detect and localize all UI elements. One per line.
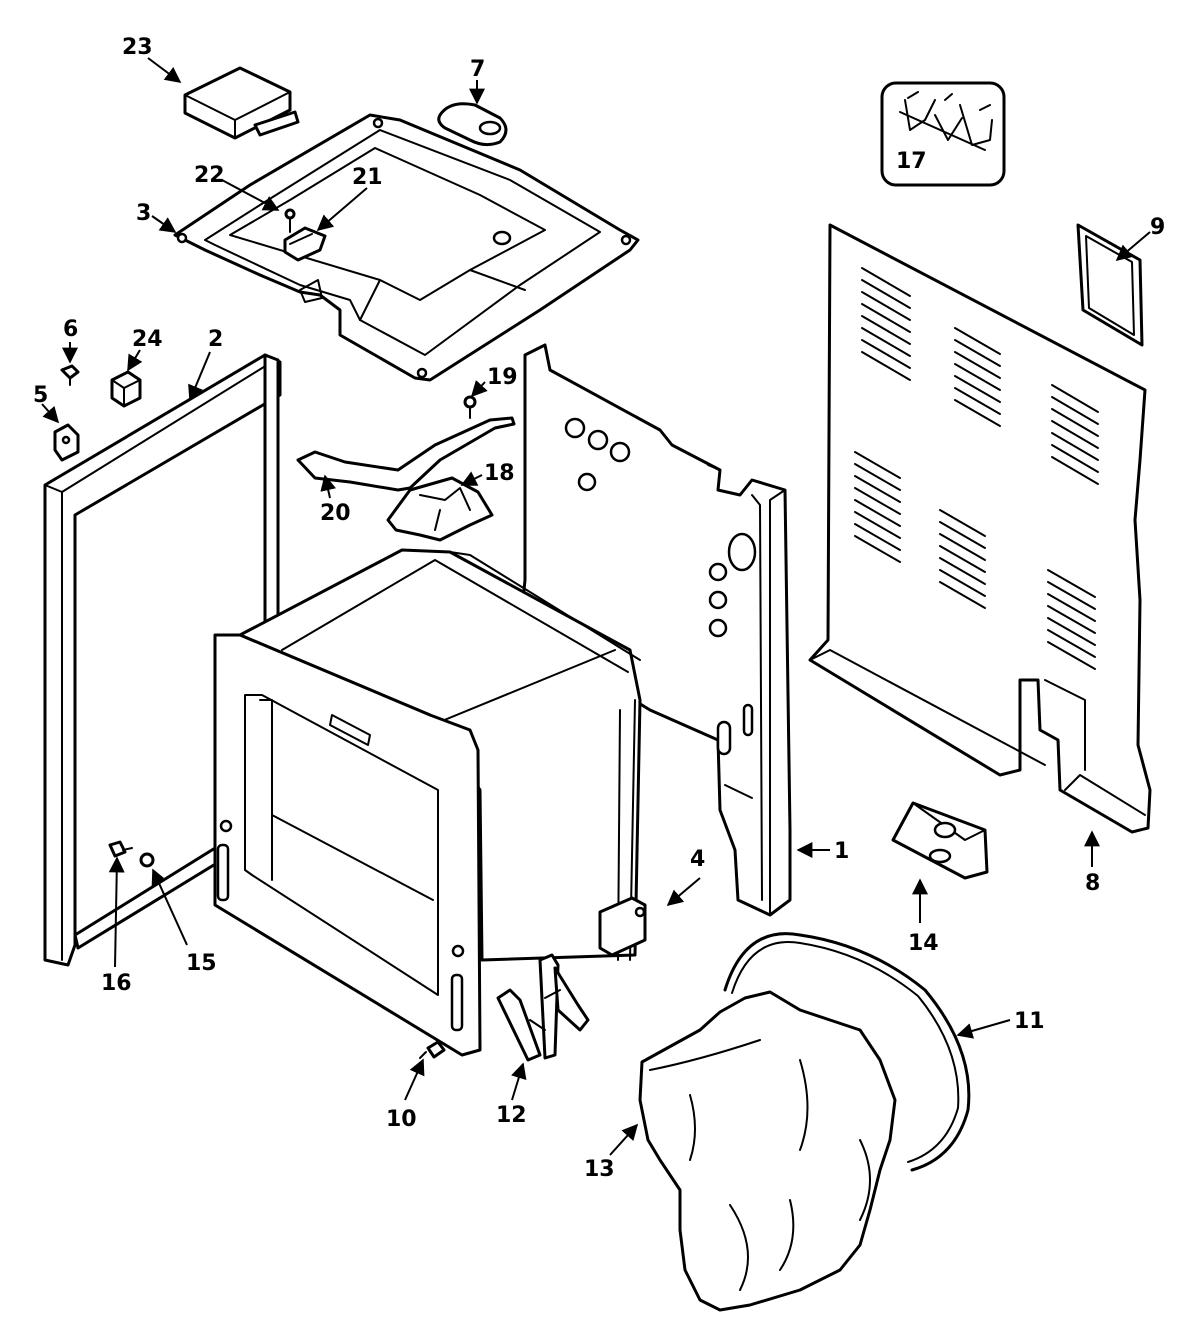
callout-23: 23 <box>122 35 153 60</box>
part-20-brace <box>296 416 516 492</box>
part-15-nut <box>139 852 155 868</box>
callout-22: 22 <box>194 163 225 188</box>
callout-11: 11 <box>1014 1009 1045 1034</box>
part-18-latch <box>386 476 494 542</box>
callout-16: 16 <box>101 971 132 996</box>
part-19-screw <box>463 395 477 419</box>
callout-3: 3 <box>136 201 151 226</box>
part-23-control-box <box>183 66 300 140</box>
callout-8: 8 <box>1085 871 1100 896</box>
part-24-block <box>110 370 142 408</box>
part-12-hinge <box>496 953 590 1062</box>
callout-18: 18 <box>484 461 515 486</box>
callout-6: 6 <box>63 317 78 342</box>
callout-13: 13 <box>584 1157 615 1182</box>
callout-24: 24 <box>132 327 163 352</box>
callout-21: 21 <box>352 165 383 190</box>
leader-lines <box>41 57 1151 1156</box>
part-5-clip <box>53 423 80 462</box>
part-8-rear-panel <box>808 223 1152 834</box>
rear-panel-vents <box>854 267 1099 670</box>
callout-20: 20 <box>320 501 351 526</box>
part-13-insulation <box>638 990 897 1312</box>
part-6-screw <box>60 364 80 386</box>
callout-12: 12 <box>496 1103 527 1128</box>
part-16-screw <box>108 840 133 858</box>
callout-14: 14 <box>908 931 939 956</box>
callout-2: 2 <box>208 327 223 352</box>
callout-17: 17 <box>896 149 927 174</box>
callout-7: 7 <box>470 57 485 82</box>
callout-9: 9 <box>1150 215 1165 240</box>
callout-19: 19 <box>487 365 518 390</box>
part-3-top-panel <box>173 113 640 382</box>
callout-10: 10 <box>386 1107 417 1132</box>
callout-1: 1 <box>834 839 849 864</box>
oven-cavity <box>213 548 642 1057</box>
part-1-side-panel <box>518 343 792 917</box>
part-22-screw <box>284 208 296 233</box>
part-9-bracket <box>1076 223 1144 347</box>
callout-4: 4 <box>690 847 705 872</box>
part-7-plug <box>437 102 508 147</box>
part-21-bracket <box>283 226 327 262</box>
callout-15: 15 <box>186 951 217 976</box>
callout-5: 5 <box>33 383 48 408</box>
part-11-gasket <box>723 932 971 1172</box>
callout-labels: 23 7 17 22 21 3 9 6 24 2 19 5 18 20 1 4 … <box>33 35 1165 1182</box>
part-14-bracket <box>891 801 989 880</box>
part-17-clip-set <box>880 81 1006 187</box>
part-10-screw <box>419 1040 446 1059</box>
part-4-bracket <box>598 896 647 957</box>
